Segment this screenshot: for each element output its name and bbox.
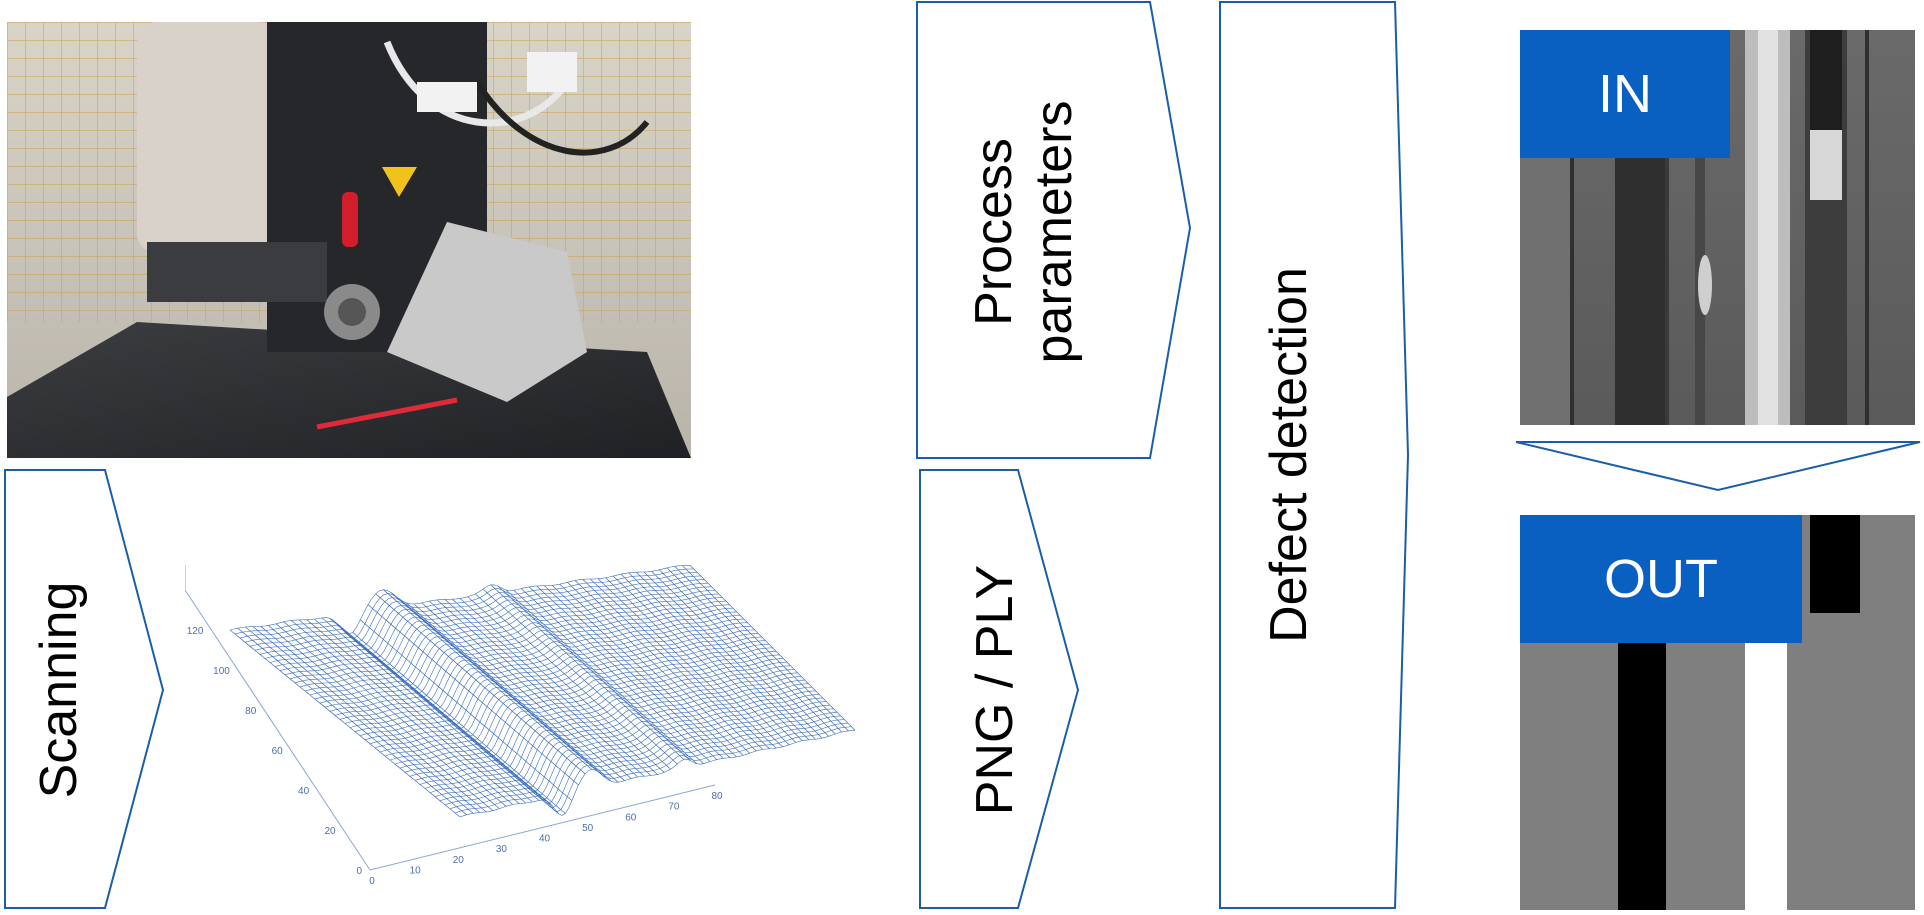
tick-label: 30 xyxy=(496,844,508,855)
tick-label: 80 xyxy=(245,706,257,717)
mesh-line xyxy=(389,679,805,761)
defect-detection-label: Defect detection xyxy=(1260,267,1319,643)
tick-label: 120 xyxy=(187,626,204,637)
surface-plot: 8000780014012010080604020001020304050607… xyxy=(159,525,905,905)
mesh-line xyxy=(379,672,798,753)
mesh-line xyxy=(434,712,838,797)
mesh-line xyxy=(394,683,809,765)
scanning-head-photo xyxy=(7,22,691,458)
mesh-line xyxy=(414,697,823,781)
mesh-line xyxy=(254,582,708,655)
mesh-line xyxy=(274,597,723,671)
tick-label: 40 xyxy=(298,786,310,797)
axis-line xyxy=(184,589,371,871)
mesh-line xyxy=(244,575,701,647)
process-parameters-label: Process parameters xyxy=(965,101,1085,364)
mesh-line xyxy=(234,568,694,639)
mesh-line xyxy=(229,565,691,635)
mesh-line xyxy=(384,676,802,757)
tick-label: 60 xyxy=(272,746,284,757)
mesh-line xyxy=(284,604,730,678)
photo-image xyxy=(7,22,691,458)
mesh-line xyxy=(354,654,780,734)
mesh-line xyxy=(239,572,698,643)
mesh-line xyxy=(344,647,773,726)
axis-line xyxy=(369,784,716,871)
mesh-line xyxy=(419,701,827,785)
process-parameters-line1: Process xyxy=(965,138,1024,326)
mesh-line xyxy=(444,719,845,806)
mesh-line xyxy=(264,590,716,663)
scanning-label: Scanning xyxy=(30,581,89,799)
mesh-line xyxy=(409,694,820,777)
mesh-line xyxy=(304,618,744,694)
in-badge: IN xyxy=(1520,30,1730,158)
mesh-line xyxy=(424,704,830,789)
mesh-line xyxy=(349,651,777,730)
mesh-line xyxy=(324,633,759,710)
png-ply-label: PNG / PLY xyxy=(966,564,1025,816)
out-badge: OUT xyxy=(1520,515,1802,643)
mesh-line xyxy=(404,690,816,773)
tick-label: 100 xyxy=(213,666,230,677)
mesh-line xyxy=(364,661,787,742)
mesh-line xyxy=(454,726,852,814)
mesh-line xyxy=(359,658,784,738)
mesh-line xyxy=(289,608,734,682)
mesh-line xyxy=(449,722,848,810)
mesh-line xyxy=(334,640,766,718)
mesh-line xyxy=(319,629,755,706)
tick-label: 10 xyxy=(410,865,422,876)
mesh-line xyxy=(459,730,856,818)
tick-label: 0 xyxy=(369,876,375,887)
tick-label: 0 xyxy=(356,866,362,877)
tick-label: 50 xyxy=(582,823,594,834)
mesh-line xyxy=(294,611,737,686)
mesh-line xyxy=(339,643,769,722)
down-arrow-svg xyxy=(1515,441,1921,492)
tick-label: 20 xyxy=(453,855,465,866)
tick-label: 70 xyxy=(668,802,680,813)
tick-label: 20 xyxy=(324,826,336,837)
down-arrow-icon xyxy=(1512,438,1924,494)
mesh-line xyxy=(279,600,726,674)
surface-plot-svg: 8000780014012010080604020001020304050607… xyxy=(159,564,856,887)
mesh-line xyxy=(269,593,719,667)
tick-label: 60 xyxy=(625,812,637,823)
mesh-line xyxy=(299,615,741,690)
mesh-line xyxy=(329,636,762,714)
mesh-line xyxy=(259,586,712,659)
mesh-line xyxy=(309,622,748,698)
mesh-line xyxy=(249,579,705,651)
mesh-line xyxy=(314,626,752,702)
mesh-line xyxy=(429,708,834,793)
process-parameters-line2: parameters xyxy=(1025,100,1083,364)
mesh-line xyxy=(369,665,791,745)
mesh-line xyxy=(399,686,813,769)
mesh-line xyxy=(689,565,856,731)
tick-label: 40 xyxy=(539,834,551,845)
mesh-line xyxy=(439,715,841,801)
tick-label: 80 xyxy=(711,791,723,802)
mesh-line xyxy=(374,669,795,749)
